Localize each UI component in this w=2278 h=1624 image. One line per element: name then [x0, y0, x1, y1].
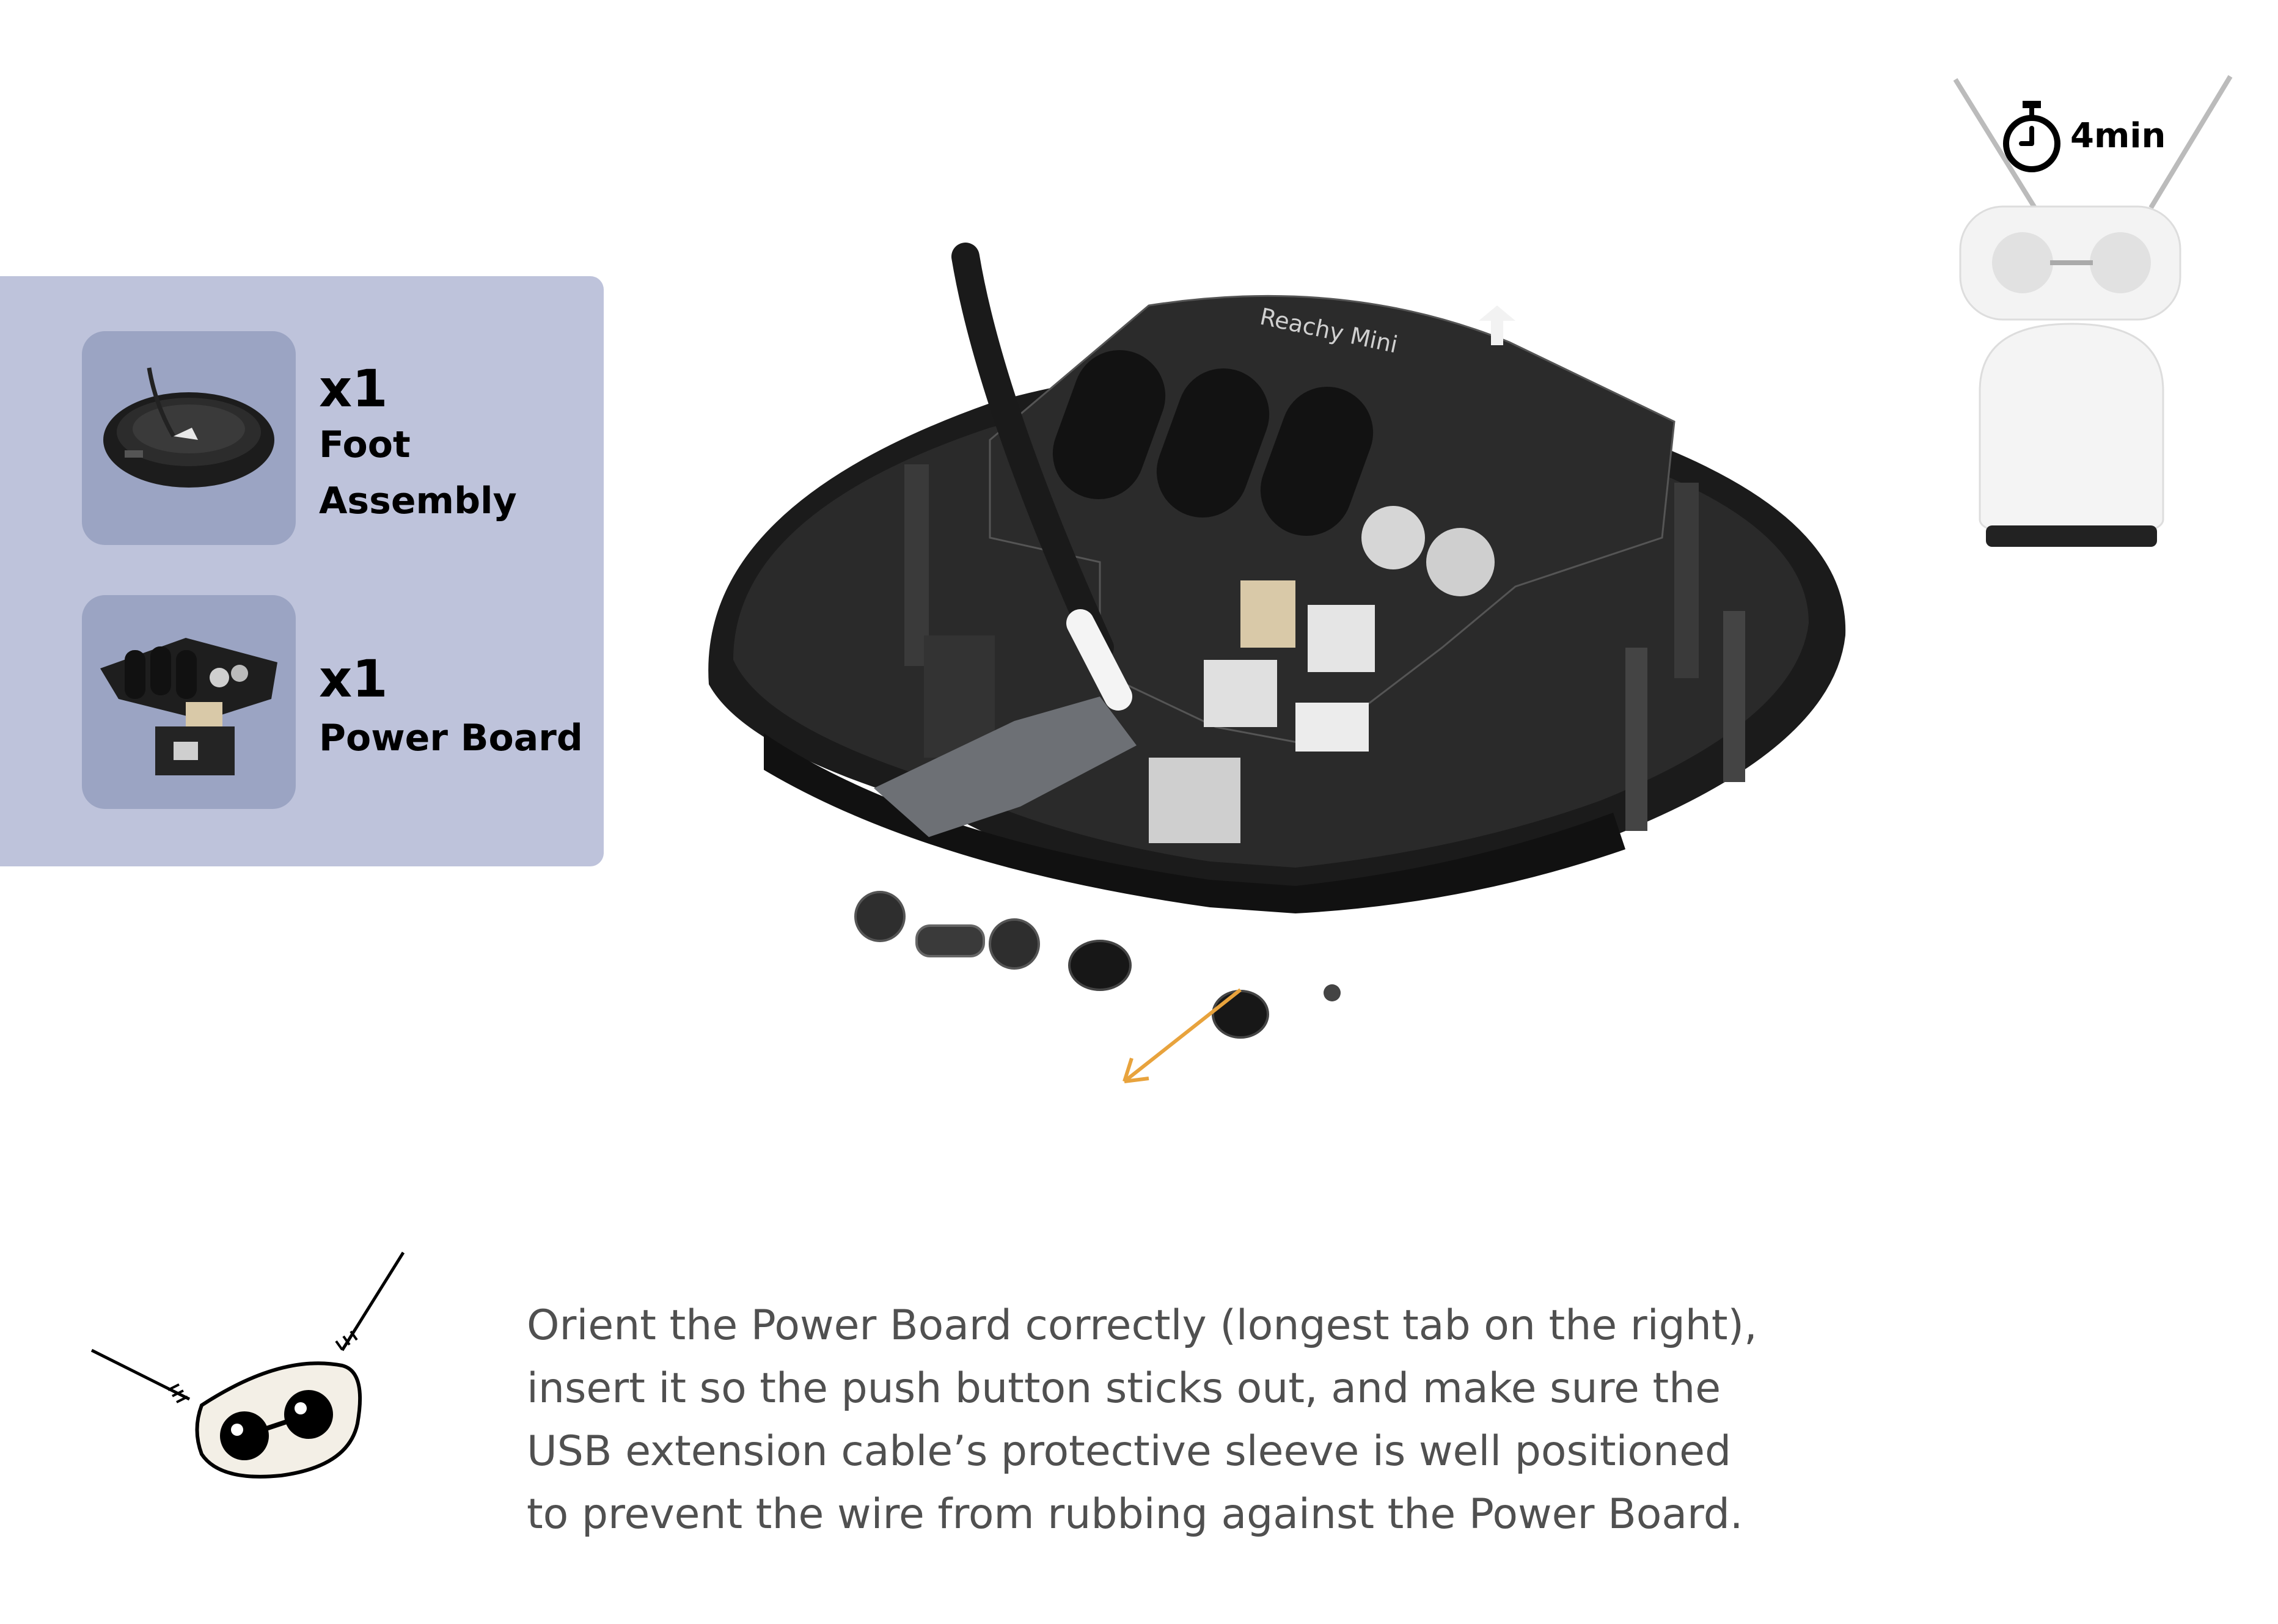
power-board-quantity: x1: [319, 649, 388, 709]
instruction-line: insert it so the push button sticks out,…: [527, 1364, 1721, 1413]
power-board-thumbnail: [82, 595, 296, 809]
foot-assembly-label: Foot Assembly: [319, 423, 517, 522]
duration-label: 4min: [2070, 116, 2166, 156]
power-board-label: Power Board: [319, 717, 583, 759]
assembly-illustration: Reachy Mini: [672, 220, 1882, 1112]
mascot-illustration: [79, 1246, 422, 1491]
foot-assembly-icon: [103, 367, 274, 488]
power-board-icon: [100, 638, 277, 775]
parts-list-panel: x1 Foot Assembly x1 Power Board: [0, 276, 604, 866]
foot-assembly-thumbnail: [82, 331, 296, 545]
foot-with-power-board-render: Reachy Mini: [708, 243, 1846, 1083]
robot-icon: [1953, 75, 2233, 547]
instruction-line: USB extension cable’s protective sleeve …: [527, 1427, 1732, 1476]
instruction-line: to prevent the wire from rubbing against…: [527, 1490, 1743, 1538]
robot-mascot-icon: [90, 1251, 405, 1479]
duration-indicator: 4min: [1998, 101, 2166, 180]
instruction-text: Orient the Power Board correctly (longes…: [527, 1294, 1757, 1546]
foot-assembly-quantity: x1: [319, 359, 388, 419]
stopwatch-icon: [2003, 101, 2060, 172]
reachy-mini-reference-image: [1888, 61, 2267, 568]
instruction-line: Orient the Power Board correctly (longes…: [527, 1301, 1757, 1350]
